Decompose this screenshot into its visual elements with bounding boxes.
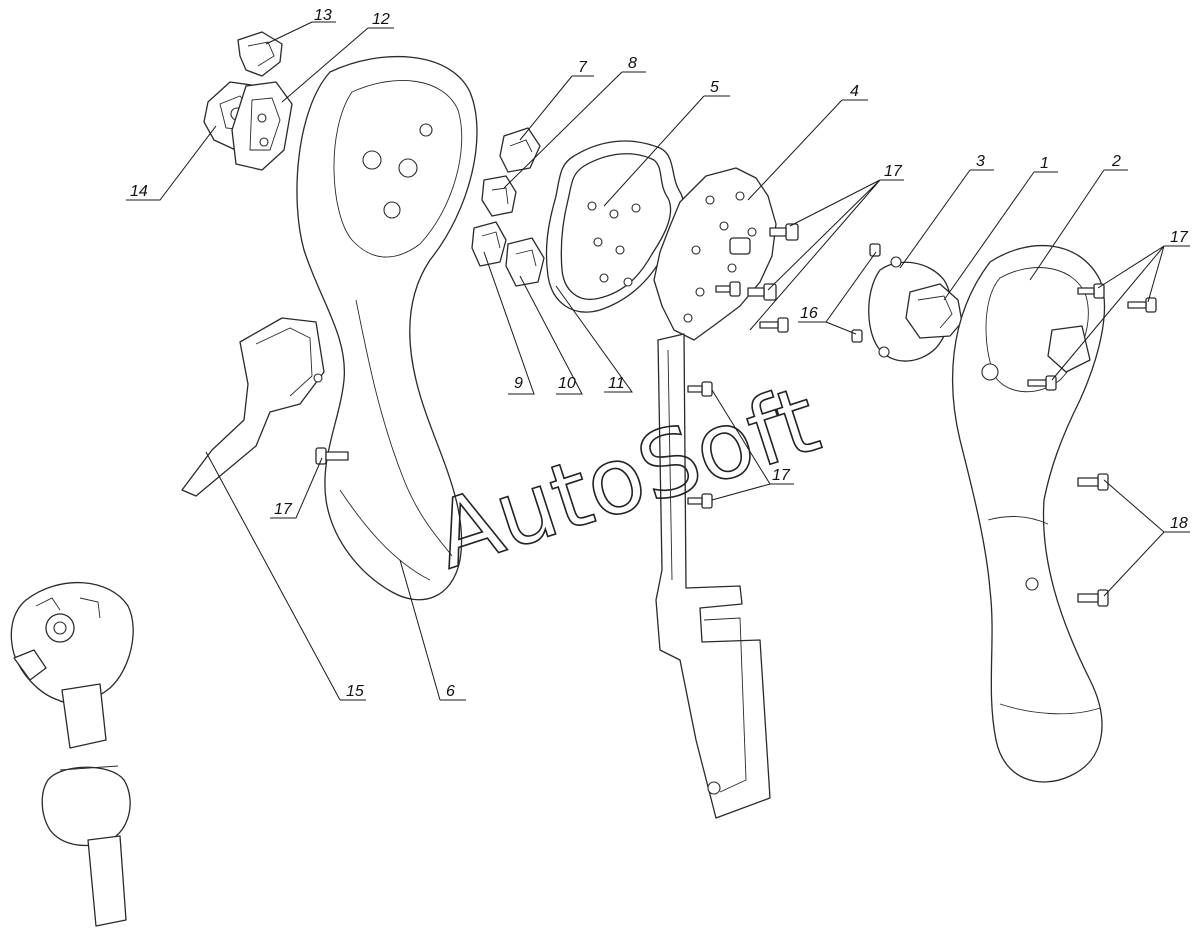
callout-18: 18 [1170, 515, 1188, 532]
part-7-button [499, 127, 541, 173]
callout-17-trigger: 17 [274, 501, 293, 518]
part-9-button [471, 221, 507, 267]
screw-icon [687, 493, 713, 509]
screw-icon [315, 447, 349, 465]
mounting-bracket [655, 333, 771, 819]
callout-5: 5 [710, 79, 719, 96]
screw-icon [1077, 589, 1109, 607]
callout-15: 15 [346, 683, 364, 700]
screw-icon [747, 283, 777, 301]
callout-12: 12 [372, 11, 390, 28]
part-1-knob [905, 283, 963, 339]
screw-icon [715, 281, 741, 297]
callout-11: 11 [608, 375, 625, 392]
callout-7: 7 [578, 59, 588, 76]
part-13-cap [237, 31, 283, 77]
callout-17-board: 17 [884, 163, 903, 180]
screw-icon [769, 223, 799, 241]
screw-icon [759, 317, 789, 333]
screw-icon [851, 329, 863, 343]
part-10-button [505, 237, 545, 287]
callout-8: 8 [628, 55, 637, 72]
callout-16: 16 [800, 305, 818, 322]
watermark: AutoSoft [422, 366, 831, 590]
part-15-trigger [181, 317, 325, 497]
leader-lines [126, 21, 1190, 701]
part-5-membrane [560, 153, 672, 300]
screw-icon [1077, 473, 1109, 491]
part-12-switch-plate [231, 81, 293, 171]
callout-9: 9 [514, 375, 523, 392]
screw-icon [687, 381, 713, 397]
callout-2: 2 [1111, 153, 1121, 170]
screw-icon [1027, 375, 1057, 391]
callout-labels: 13 12 14 7 8 5 4 17 3 1 2 17 16 9 10 11 … [130, 7, 1189, 700]
screw-icon [869, 243, 881, 257]
screw-icon [1077, 283, 1105, 299]
callout-13: 13 [314, 7, 332, 24]
screw-icon [1127, 297, 1157, 313]
callout-3: 3 [976, 153, 985, 170]
part-8-button [481, 175, 517, 217]
callout-17-rear: 17 [1170, 229, 1189, 246]
callout-10: 10 [558, 375, 576, 392]
callout-6: 6 [446, 683, 455, 700]
callout-17-bracket: 17 [772, 467, 791, 484]
assembled-joystick [10, 582, 134, 927]
part-2-rear-housing [951, 244, 1106, 783]
callout-4: 4 [850, 83, 859, 100]
callout-14: 14 [130, 183, 148, 200]
callout-1: 1 [1040, 155, 1049, 172]
part-6-handle-housing [296, 55, 478, 601]
part-4-circuit-board [653, 167, 777, 341]
